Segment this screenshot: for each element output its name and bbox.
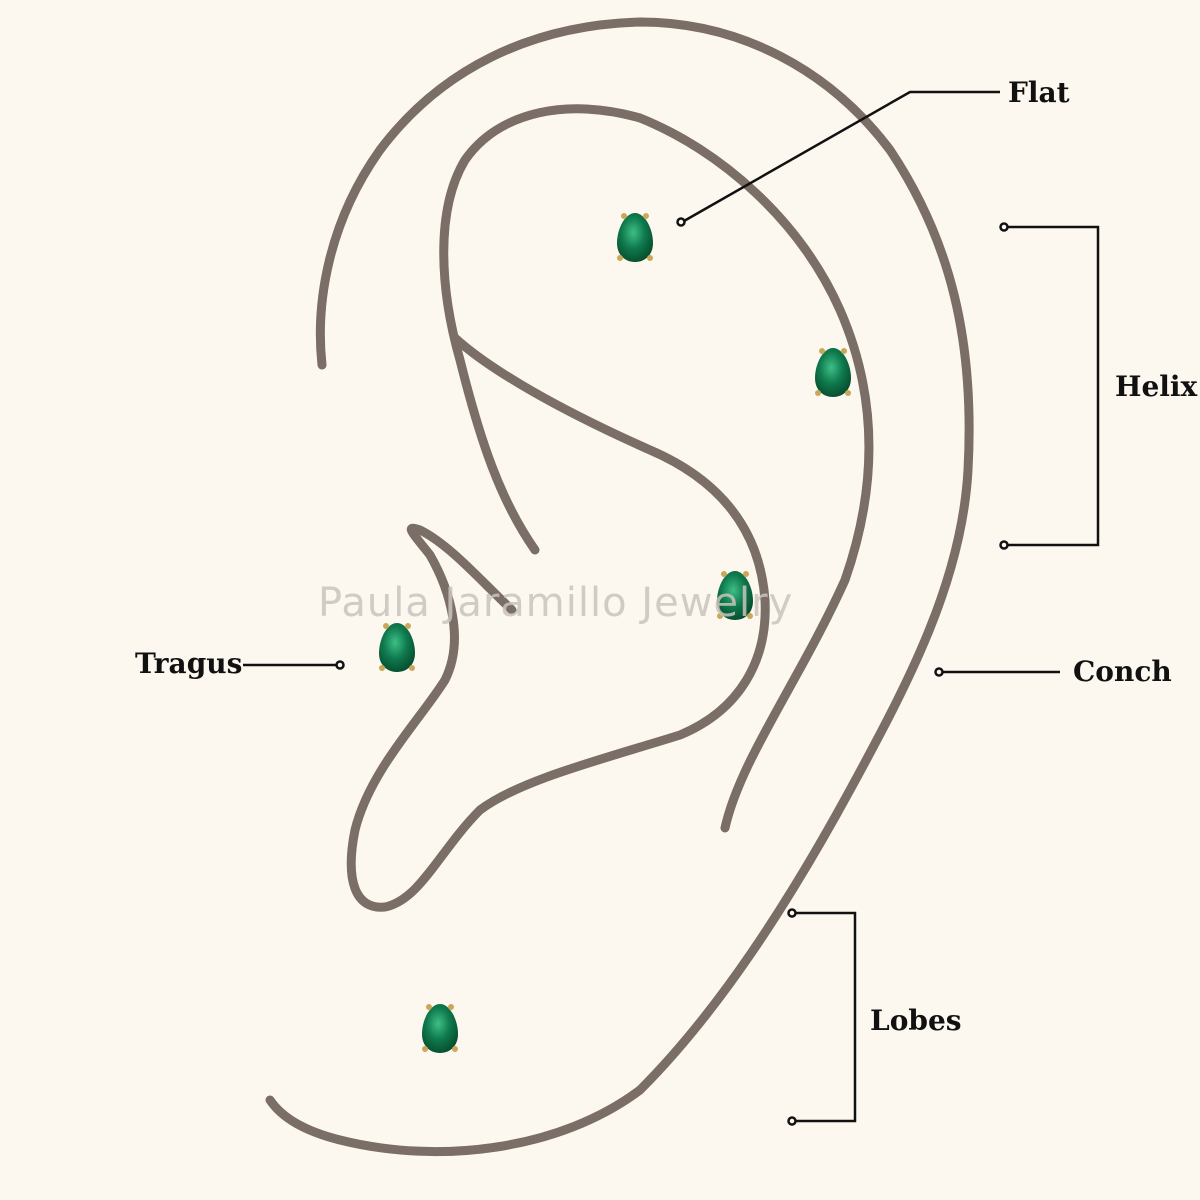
emerald-stud-icon-helix (815, 348, 851, 397)
emerald-stud-icon-lobe (422, 1004, 458, 1053)
emerald-stud-icon-flat (617, 213, 653, 262)
lobes-bracket (795, 911, 857, 1123)
label-flat: Flat (1008, 76, 1070, 109)
label-tragus: Tragus (135, 647, 243, 680)
label-helix: Helix (1115, 370, 1198, 403)
antihelix-outline (439, 104, 874, 833)
label-conch: Conch (1073, 655, 1172, 688)
helix-bracket (1006, 225, 1100, 547)
watermark: Paula Jaramillo Jewelry (318, 580, 794, 626)
concha-outline (346, 333, 770, 912)
emerald-stud-icon-tragus (379, 623, 415, 672)
label-lobes: Lobes (870, 1004, 962, 1037)
flat-leader-line (683, 90, 1000, 223)
outer-helix-outline (265, 17, 974, 1157)
